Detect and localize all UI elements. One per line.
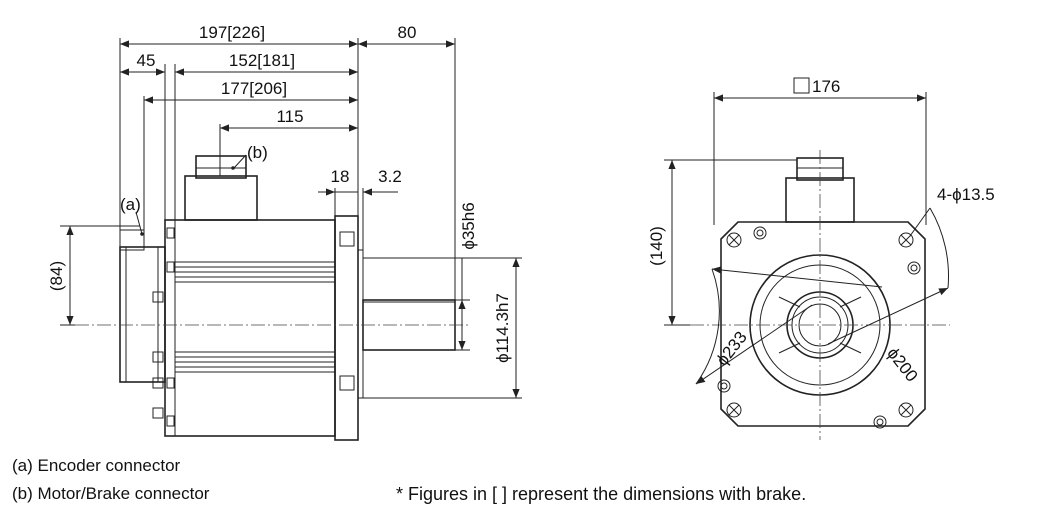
dim-spigot-depth: 3.2 xyxy=(378,167,402,186)
dim-spigot-diameter: ϕ114.3h7 xyxy=(493,293,512,363)
dim-overall-length: 197[226] xyxy=(199,23,265,42)
side-view: 197[226] 80 45 152[181] 177[206] 115 18 … xyxy=(47,23,522,441)
flange-outline xyxy=(720,221,926,427)
mounting-holes xyxy=(717,226,921,429)
dim-flange-square: 176 xyxy=(812,77,840,96)
brake-footnote: * Figures in [ ] represent the dimension… xyxy=(396,484,807,504)
dim-connector-height: (140) xyxy=(647,226,666,266)
dim-circle-inner: ϕ200 xyxy=(883,344,921,386)
dim-body-length: 152[181] xyxy=(229,51,295,70)
legend-motor-brake-connector: (b) Motor/Brake connector xyxy=(12,484,210,503)
legend-encoder-connector: (a) Encoder connector xyxy=(12,456,181,475)
label-a: (a) xyxy=(120,195,141,214)
dim-shaft-length: 80 xyxy=(398,23,417,42)
motor-body xyxy=(164,219,336,437)
dim-circle-outer: ϕ233 xyxy=(713,328,751,370)
dim-encoder-offset: 45 xyxy=(137,51,156,70)
front-view: 176 (140) 4-ϕ13.5 ϕ233 ϕ200 xyxy=(647,77,995,440)
dim-mount-holes: 4-ϕ13.5 xyxy=(937,185,995,204)
dim-flange-to-encoder: 177[206] xyxy=(221,79,287,98)
label-b: (b) xyxy=(247,143,268,162)
dim-encoder-height: (84) xyxy=(47,261,66,291)
dim-shaft-diameter: ϕ35h6 xyxy=(459,202,478,249)
encoder-housing xyxy=(119,229,166,419)
flange xyxy=(334,215,364,441)
motor-connector xyxy=(184,155,258,221)
dim-flange-thickness: 18 xyxy=(331,167,350,186)
dim-connector-position: 115 xyxy=(276,107,303,126)
